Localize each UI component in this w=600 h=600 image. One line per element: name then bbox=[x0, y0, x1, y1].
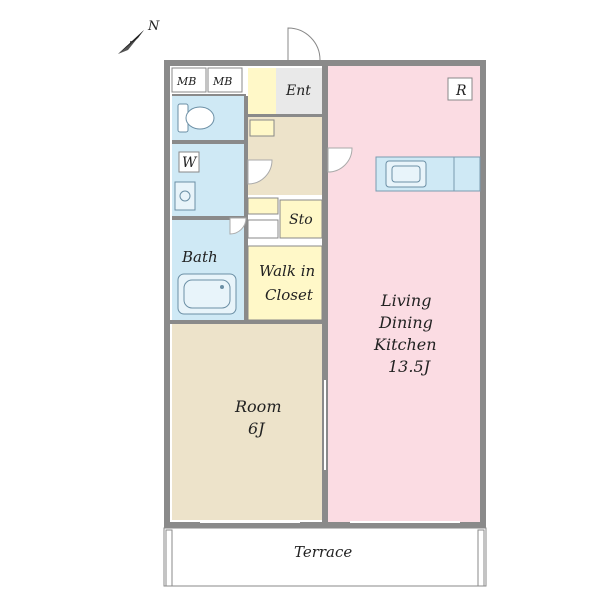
small-closet-1 bbox=[247, 197, 279, 215]
terrace bbox=[163, 527, 487, 587]
front-door[interactable] bbox=[287, 27, 321, 61]
partition-wall bbox=[322, 66, 328, 522]
sink-icon bbox=[385, 160, 427, 188]
washer-label: W bbox=[182, 155, 198, 171]
hall-closet bbox=[249, 119, 275, 137]
sink-basin bbox=[391, 165, 421, 183]
washer-space bbox=[178, 151, 200, 173]
living-label-line2: Dining bbox=[378, 313, 433, 332]
living-label-line4: 13.5J bbox=[388, 357, 432, 376]
room-label-line2: 6J bbox=[248, 419, 266, 438]
north-arrow-icon: N bbox=[118, 19, 160, 54]
living-label-line1: Living bbox=[380, 291, 431, 310]
refrigerator-space bbox=[447, 77, 473, 101]
living-door[interactable] bbox=[327, 147, 353, 173]
washbasin-icon bbox=[174, 181, 196, 211]
walk-in-closet bbox=[247, 245, 323, 321]
bath-label: Bath bbox=[181, 248, 218, 266]
living-label-line3: Kitchen bbox=[373, 335, 437, 354]
shoe-cabinet bbox=[248, 68, 276, 114]
meter-box-2 bbox=[207, 67, 243, 93]
bathtub-icon bbox=[177, 273, 237, 315]
entrance-label: Ent bbox=[285, 83, 311, 99]
north-label: N bbox=[147, 19, 160, 34]
storage-label: Sto bbox=[289, 212, 313, 228]
living-dining-kitchen bbox=[328, 66, 480, 522]
small-closet-2 bbox=[247, 219, 279, 239]
closet-label-line1: Walk in bbox=[259, 262, 315, 280]
mb-label-2: MB bbox=[212, 75, 232, 88]
mb-label-1: MB bbox=[176, 75, 196, 88]
refrigerator-label: R bbox=[455, 83, 467, 99]
meter-box-1 bbox=[171, 67, 207, 93]
toilet-icon bbox=[185, 106, 215, 130]
closet-label-line2: Closet bbox=[265, 286, 314, 304]
terrace-label: Terrace bbox=[294, 543, 352, 561]
room-6j bbox=[172, 324, 322, 520]
room-label-line1: Room bbox=[234, 397, 281, 416]
storage bbox=[279, 199, 323, 239]
